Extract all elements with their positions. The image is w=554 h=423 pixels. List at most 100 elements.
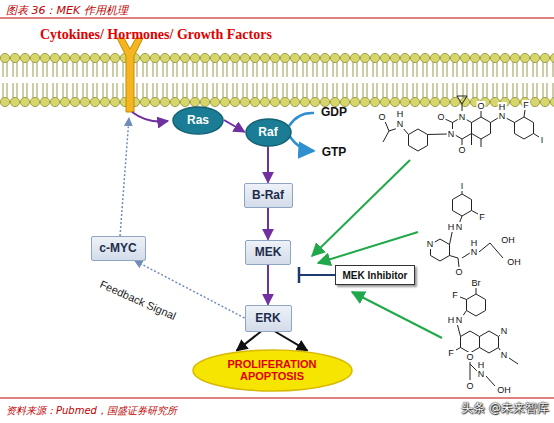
- atom-label: N: [458, 112, 467, 122]
- chemical-bond: [460, 297, 467, 300]
- nucleotide-label: GTP: [322, 145, 347, 159]
- atom-label: OH: [496, 385, 512, 395]
- atom-label: O: [476, 101, 485, 111]
- connector: [268, 265, 269, 305]
- connector: [268, 147, 269, 183]
- atom-label: N: [396, 119, 405, 129]
- feedback-to-receptor: [120, 118, 129, 236]
- connector-line: [267, 147, 269, 183]
- chemical-bond: [486, 376, 495, 386]
- chemical-structures: [383, 96, 539, 386]
- ring-bond: [461, 331, 480, 353]
- ring-bond: [453, 194, 472, 216]
- drug-arrow: [312, 160, 410, 256]
- atom-label: N: [470, 247, 479, 257]
- connector-line: [224, 120, 245, 132]
- node-text: Raf: [258, 125, 277, 139]
- chemical-bond: [472, 211, 479, 215]
- atom-label: N: [498, 111, 507, 121]
- chemical-bond: [476, 288, 477, 294]
- signal-ellipse: Raf: [245, 118, 292, 147]
- connector-line: [299, 274, 335, 276]
- atom-label: OH: [506, 257, 522, 267]
- atom-label: N: [426, 239, 435, 249]
- cell-membrane: [0, 52, 554, 108]
- node-text: PROLIFERATION APOPTOSIS: [227, 358, 316, 382]
- connector-line: [267, 208, 269, 240]
- chemical-bond: [479, 243, 490, 252]
- chemical-bond: [456, 348, 461, 351]
- node-text: B-Raf: [252, 188, 284, 202]
- connector-line: [267, 265, 269, 305]
- connector: [237, 332, 261, 351]
- atom-label: N: [455, 222, 464, 232]
- connector-line: [237, 332, 261, 351]
- chemical-bond: [445, 119, 453, 123]
- chemical-bond: [481, 110, 482, 117]
- node-text: MEK: [255, 245, 282, 259]
- ring-bond: [409, 129, 428, 151]
- atom-label: F: [447, 348, 455, 358]
- process-box: MEK: [245, 240, 291, 265]
- process-box: ERK: [245, 305, 292, 332]
- atom-label: F: [478, 212, 486, 222]
- atom-label: O: [454, 267, 463, 277]
- receptor-to-ras-arrow: [132, 112, 168, 122]
- gdp-curve: [289, 113, 314, 126]
- atom-label: N: [477, 369, 486, 379]
- chemical-bond: [490, 243, 503, 258]
- chemical-bond: [534, 134, 540, 138]
- chemical-bond: [457, 323, 461, 337]
- chemical-bond: [457, 96, 467, 97]
- node-text: MEK Inhibitor: [343, 270, 408, 281]
- atom-label: O: [377, 112, 386, 122]
- atom-label: O: [457, 145, 466, 155]
- atom-label: N: [455, 315, 464, 325]
- connector: [268, 208, 269, 240]
- atom-label: F: [451, 290, 459, 300]
- chemical-bond: [509, 358, 518, 364]
- ellipse-outline: [173, 107, 223, 134]
- atom-label: OH: [500, 235, 516, 245]
- chemical-bond: [383, 131, 389, 142]
- atom-label: F: [522, 100, 530, 110]
- chemical-bond: [462, 96, 467, 104]
- connector: [299, 267, 335, 283]
- atom-label: H: [470, 238, 479, 248]
- chemical-bond: [457, 96, 462, 104]
- chemical-bond: [428, 134, 448, 136]
- chemical-bond: [458, 258, 459, 267]
- chart-title: 图表 36：MEK 作用机理: [6, 3, 128, 18]
- atom-label: O: [436, 112, 445, 122]
- watermark: 头条 @未来智库: [461, 400, 549, 417]
- chemical-bond: [450, 256, 459, 259]
- chemical-bond: [506, 118, 515, 123]
- drug-arrow: [318, 232, 418, 263]
- connector-line: [275, 332, 307, 351]
- node-text: ERK: [255, 311, 280, 325]
- source-note: 资料来源：Pubmed，国盛证券研究所: [6, 404, 177, 418]
- nucleotide-label: GDP: [321, 105, 347, 119]
- source-rule: [0, 398, 554, 399]
- connector: [224, 120, 245, 132]
- drug-arrow: [352, 292, 442, 338]
- ellipse-outline: [246, 119, 291, 146]
- atom-label: I: [460, 181, 465, 191]
- node-text: c-MYC: [99, 241, 136, 255]
- chemical-bond: [462, 104, 463, 111]
- connector: [275, 332, 307, 351]
- atom-label: O: [465, 352, 474, 362]
- chemical-bond: [471, 134, 472, 146]
- atom-label: H: [477, 360, 486, 370]
- title-rule: [0, 18, 554, 19]
- atom-label: H: [396, 109, 405, 119]
- node-text: Ras: [187, 113, 209, 127]
- receptor: [117, 38, 143, 112]
- ring-bond: [515, 117, 534, 139]
- inhibition-bar: [298, 267, 301, 283]
- ring-bond: [472, 117, 491, 139]
- atom-label: O: [465, 381, 474, 391]
- gtp-curve: [289, 135, 314, 151]
